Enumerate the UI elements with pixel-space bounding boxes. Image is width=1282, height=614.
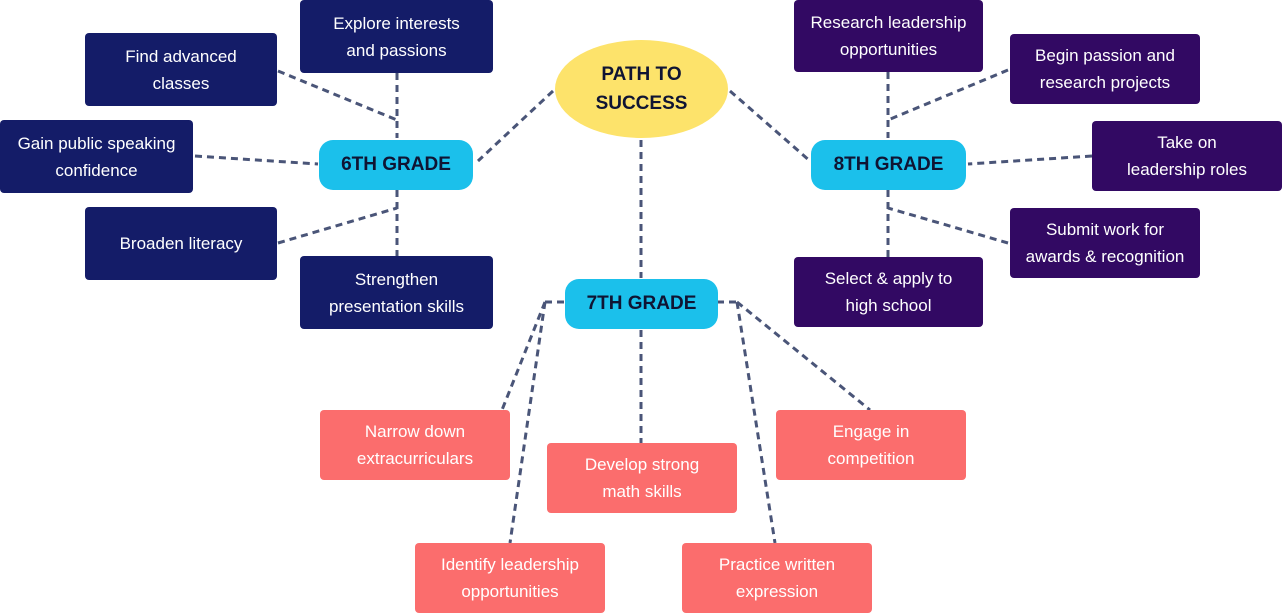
goal-explore-interests: Explore interests and passions (300, 0, 493, 73)
path-to-success-node: PATH TO SUCCESS (555, 40, 728, 138)
goal-math-skills: Develop strong math skills (547, 443, 737, 513)
goal-line: Practice written (718, 555, 836, 574)
goal-line: research projects (1039, 73, 1171, 92)
goal-line: presentation skills (328, 296, 465, 316)
goal-line: leadership roles (1126, 160, 1247, 179)
connector-8th-awards (887, 206, 1009, 245)
goal-line: Identify leadership (441, 555, 579, 574)
goal-line: opportunities (839, 40, 938, 59)
goal-written-expression: Practice written expression (682, 543, 872, 613)
goal-research-leadership: Research leadership opportunities (794, 0, 983, 72)
goal-line: expression (735, 582, 819, 601)
goal-public-speaking: Gain public speaking confidence (0, 120, 193, 193)
goal-line: Broaden literacy (119, 234, 243, 253)
goal-line: Submit work for (1045, 220, 1165, 239)
goal-line: Gain public speaking (17, 133, 176, 153)
goal-line: math skills (602, 482, 682, 501)
center-title-line1: PATH TO (601, 64, 682, 85)
connector-center-6th (476, 89, 555, 163)
goal-line: competition (827, 449, 915, 468)
goal-line: Strengthen (354, 269, 439, 289)
goal-find-advanced-classes: Find advanced classes (85, 33, 277, 106)
goal-line: confidence (55, 160, 138, 180)
goal-competition: Engage in competition (776, 410, 966, 480)
goal-line: Engage in (832, 422, 910, 441)
connector-6th-literacy (277, 206, 398, 245)
goal-line: Find advanced (125, 46, 237, 66)
goal-line: high school (845, 296, 932, 315)
goal-line: Explore interests (333, 13, 460, 33)
goal-line: classes (152, 73, 210, 93)
grade-7-node: 7TH GRADE (565, 279, 718, 329)
goal-line: Narrow down (364, 422, 466, 441)
connector-7th-identify (508, 301, 547, 544)
connector-8th-passion (887, 68, 1009, 122)
connector-6th-speaking (194, 154, 319, 166)
connector-center-8th (729, 89, 811, 163)
connector-7th-written (735, 301, 777, 544)
goal-line: Research leadership (810, 13, 967, 32)
goal-broaden-literacy: Broaden literacy (85, 207, 277, 280)
connector-7th-competition (736, 300, 871, 412)
connector-8th-leadership (967, 154, 1093, 166)
center-title-line2: SUCCESS (595, 93, 688, 114)
goal-identify-leadership: Identify leadership opportunities (415, 543, 605, 613)
goal-line: Develop strong (584, 455, 700, 474)
goal-awards-recognition: Submit work for awards & recognition (1010, 208, 1200, 278)
goal-line: Select & apply to (824, 269, 953, 288)
goal-narrow-extracurriculars: Narrow down extracurriculars (320, 410, 510, 480)
goal-line: opportunities (461, 582, 559, 601)
goal-line: awards & recognition (1025, 247, 1185, 266)
goal-line: and passions (346, 40, 447, 60)
goal-presentation-skills: Strengthen presentation skills (300, 256, 493, 329)
goal-line: Begin passion and (1035, 46, 1175, 65)
goal-high-school: Select & apply to high school (794, 257, 983, 327)
connector-7th-narrow (500, 301, 547, 411)
connector-6th-advanced (277, 69, 398, 122)
goal-line: extracurriculars (356, 449, 474, 468)
grade-8-node: 8TH GRADE (811, 140, 966, 190)
goal-passion-projects: Begin passion and research projects (1010, 34, 1200, 104)
goal-leadership-roles: Take on leadership roles (1092, 121, 1282, 191)
grade-6-node: 6TH GRADE (319, 140, 473, 190)
goal-line: Take on (1157, 133, 1217, 152)
